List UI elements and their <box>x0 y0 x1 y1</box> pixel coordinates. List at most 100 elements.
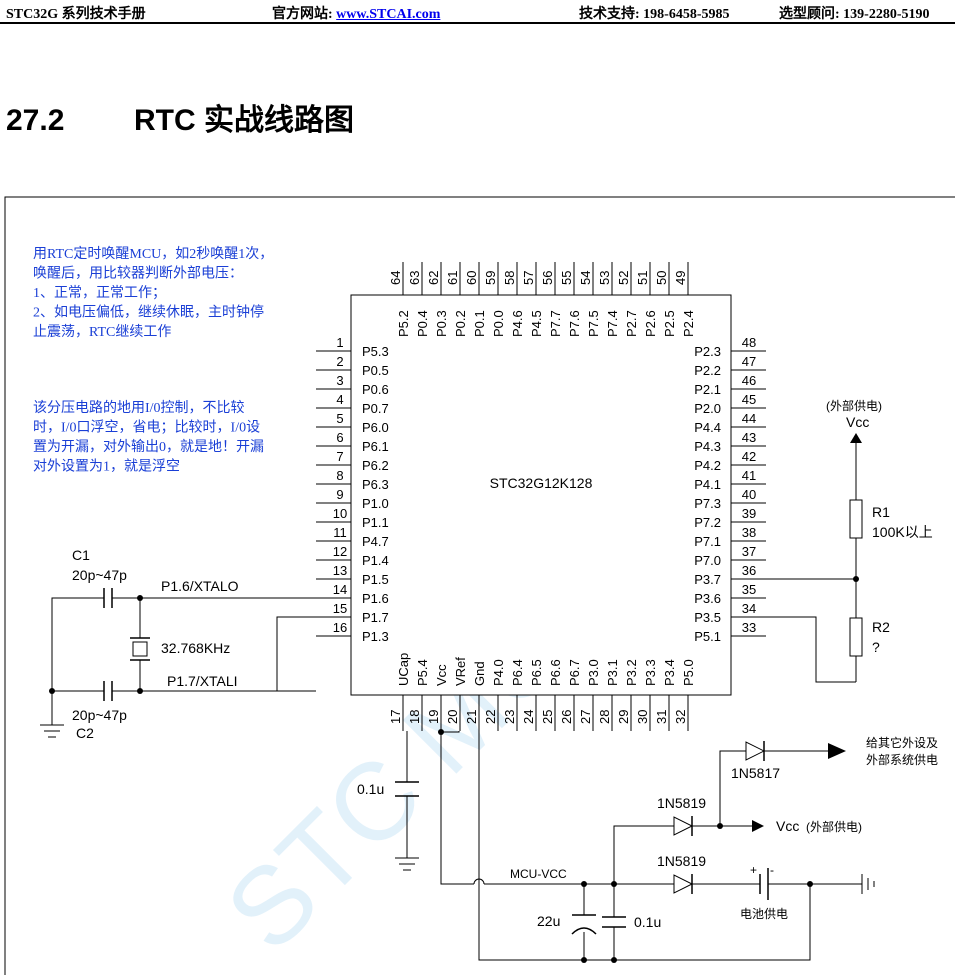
pin-number: 14 <box>333 582 347 597</box>
pin-name: P1.0 <box>362 496 389 511</box>
pin-number: 38 <box>742 525 756 540</box>
pin-number: 8 <box>336 468 343 483</box>
pin-name: P7.0 <box>694 553 721 568</box>
website-link[interactable]: www.STCAI.com <box>336 7 441 22</box>
pin-name: P6.0 <box>362 420 389 435</box>
section-title-text: RTC 实战线路图 <box>134 104 354 137</box>
pin-number: 53 <box>597 271 612 285</box>
pin-number: 27 <box>578 710 593 724</box>
pin-number: 3 <box>336 373 343 388</box>
pin-name: P5.3 <box>362 344 389 359</box>
ground-icon <box>40 724 64 738</box>
note-line: 止震荡，RTC继续工作 <box>33 323 171 340</box>
pin-number: 51 <box>635 271 650 285</box>
pin-name: P6.6 <box>548 659 563 686</box>
pin-name: P2.0 <box>694 401 721 416</box>
pin-name: P5.4 <box>415 659 430 686</box>
r1-resistor <box>849 499 863 539</box>
pin-number: 18 <box>407 710 422 724</box>
pin-name: P7.3 <box>694 496 721 511</box>
r1-label: R1 <box>872 504 890 520</box>
pin-name: P6.4 <box>510 659 525 686</box>
pin-number: 39 <box>742 506 756 521</box>
ext-power-label: (外部供电) <box>826 398 882 413</box>
c2-label: C2 <box>76 725 94 741</box>
diagram-frame <box>4 196 955 975</box>
pin-number: 11 <box>333 525 347 540</box>
pin-number: 40 <box>742 487 756 502</box>
pin-name: P4.6 <box>510 310 525 337</box>
note-divider-ground: 该分压电路的地用I/0控制，不比较时，I/0口浮空，省电；比较时，I/0设置为开… <box>33 400 264 475</box>
pin-name: P1.1 <box>362 515 389 530</box>
pin-number: 57 <box>521 271 536 285</box>
pin-number: 24 <box>521 710 536 724</box>
note-line: 置为开漏，对外输出0，就是地！开漏 <box>33 439 264 455</box>
pin-name: P4.3 <box>694 439 721 454</box>
note-line: 时，I/0口浮空，省电；比较时，I/0设 <box>33 420 260 436</box>
pin-name: P7.4 <box>605 310 620 337</box>
cap-01u <box>602 916 626 928</box>
note-line: 唤醒后，用比较器判断外部电压： <box>33 265 243 282</box>
support-phone: 技术支持: 198-6458-5985 <box>579 7 730 22</box>
peripheral-out-arrow-icon <box>828 743 846 759</box>
crystal-32k <box>132 641 148 657</box>
net-xtali: P1.7/XTALI <box>167 673 238 689</box>
chip-name: STC32G12K128 <box>490 475 593 491</box>
pin-name: P3.7 <box>694 572 721 587</box>
pin-number: 7 <box>336 449 343 464</box>
pin-number: 33 <box>742 620 756 635</box>
pin-number: 46 <box>742 373 756 388</box>
website-label: 官方网站: <box>272 7 337 22</box>
pin-number: 25 <box>540 710 555 724</box>
pin-number: 60 <box>464 271 479 285</box>
vcc-out-label: Vcc <box>776 818 799 834</box>
ground-icon <box>395 857 419 871</box>
pin-name: P4.5 <box>529 310 544 337</box>
pin-number: 1 <box>336 335 343 350</box>
pin-number: 32 <box>673 710 688 724</box>
pin-name: P0.5 <box>362 363 389 378</box>
battery-plus: + <box>750 863 757 877</box>
pin-number: 9 <box>336 487 343 502</box>
cap-01u-label: 0.1u <box>634 914 661 930</box>
c1-label: C1 <box>72 547 90 563</box>
pin-name: P4.0 <box>491 659 506 686</box>
cap-22u-label: 22u <box>537 913 560 929</box>
pin-number: 13 <box>333 563 347 578</box>
pin-number: 21 <box>464 710 479 724</box>
pin-name: P6.1 <box>362 439 389 454</box>
pin-number: 54 <box>578 271 593 285</box>
pin-name: P1.3 <box>362 629 389 644</box>
ucap-cap-value: 0.1u <box>357 781 384 797</box>
pin-number: 48 <box>742 335 756 350</box>
pin-name: P3.3 <box>643 659 658 686</box>
pin-number: 44 <box>742 411 756 426</box>
peripheral-out-line2: 外部系统供电 <box>866 752 938 767</box>
pin-name: P2.2 <box>694 363 721 378</box>
pin-number: 61 <box>445 271 460 285</box>
pin-name: VRef <box>453 657 468 686</box>
chip-pins: 1P5.32P0.53P0.64P0.75P6.06P6.17P6.28P6.3… <box>316 262 766 731</box>
selection-phone: 选型顾问: 139-2280-5190 <box>779 7 930 22</box>
crystal-label: 32.768KHz <box>161 640 230 656</box>
voltage-divider: (外部供电) Vcc R1 100K以上 R2 ? <box>766 398 933 683</box>
pin-name: P0.4 <box>415 310 430 337</box>
mcu-vcc-label: MCU-VCC <box>510 867 567 881</box>
pin-number: 10 <box>333 506 347 521</box>
battery-label: 电池供电 <box>740 907 788 921</box>
pin-number: 52 <box>616 271 631 285</box>
ucap-decoupling: 0.1u <box>357 731 419 871</box>
pin-name: P6.5 <box>529 659 544 686</box>
r2-label: R2 <box>872 619 890 635</box>
pin-name: P1.6 <box>362 591 389 606</box>
c1-capacitor <box>103 588 113 608</box>
pin-number: 47 <box>742 354 756 369</box>
pin-name: P1.5 <box>362 572 389 587</box>
pin-name: P6.3 <box>362 477 389 492</box>
pin-number: 28 <box>597 710 612 724</box>
pin-name: P5.1 <box>694 629 721 644</box>
pin-number: 12 <box>333 544 347 559</box>
r2-value: ? <box>872 639 880 655</box>
